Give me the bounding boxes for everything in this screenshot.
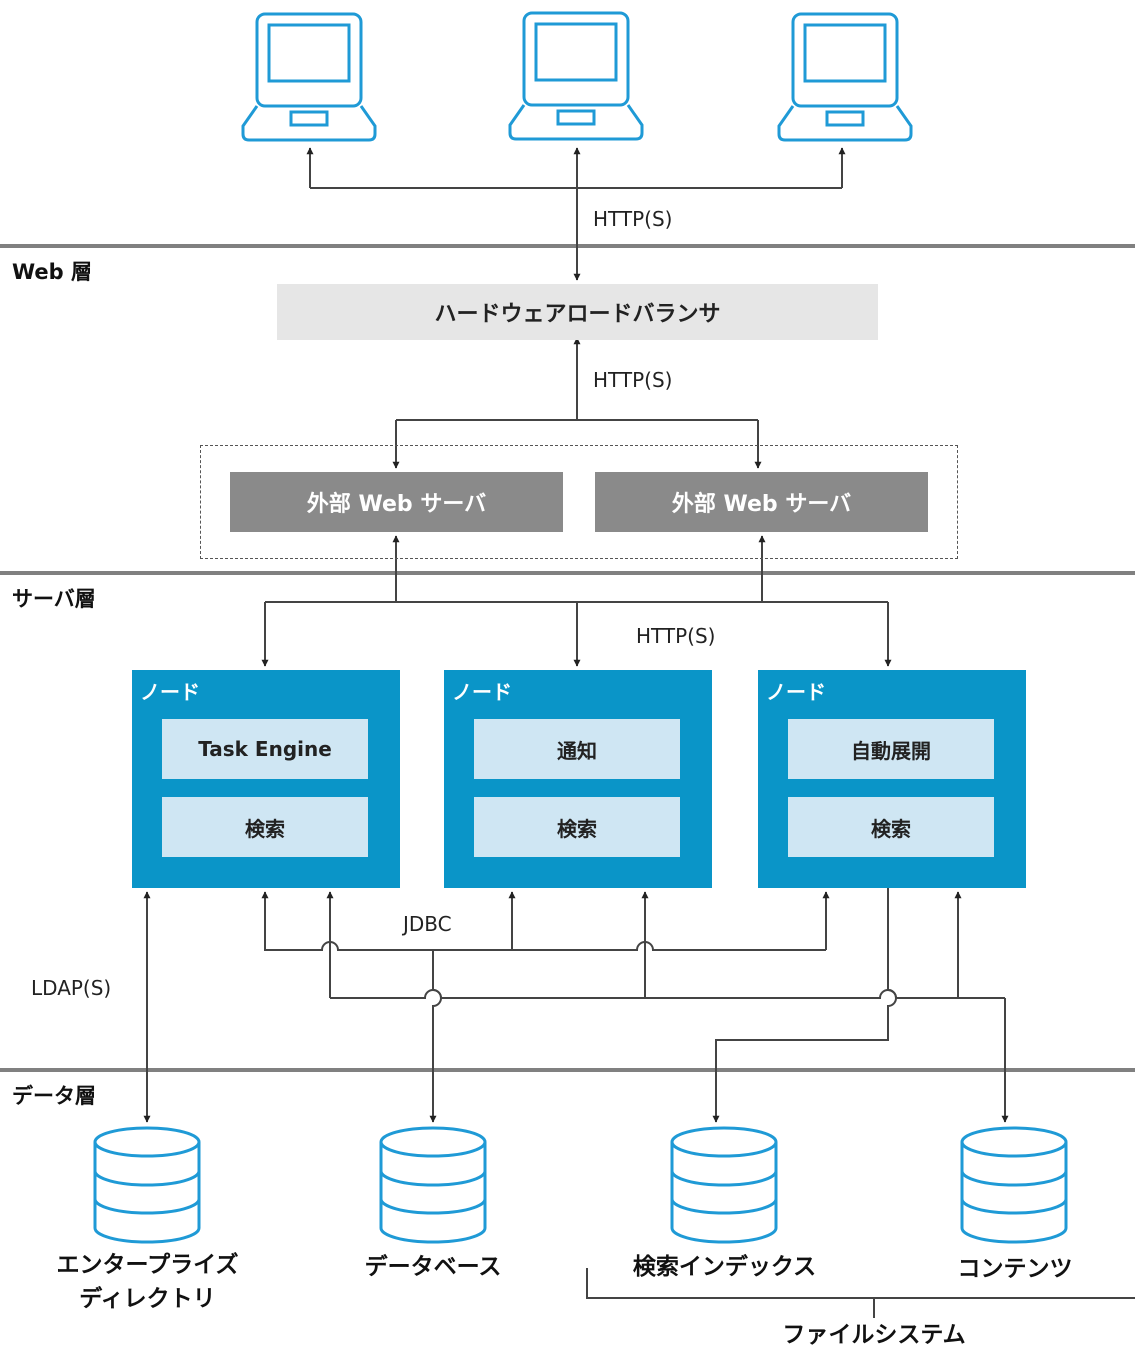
server-node-2: ノード 通知 検索 xyxy=(444,670,712,888)
web-server-connections xyxy=(392,337,762,469)
jdbc-connections xyxy=(261,891,830,1123)
node-http-label: HTTP(S) xyxy=(636,624,716,648)
external-web-server-2: 外部 Web サーバ xyxy=(595,472,928,532)
notification-service: 通知 xyxy=(474,719,680,779)
node-title: ノード xyxy=(766,680,826,704)
enterprise-directory-label: エンタープライズ ディレクトリ xyxy=(56,1252,239,1312)
filesystem-label: ファイルシステム xyxy=(782,1322,966,1348)
server-node-3: ノード 自動展開 検索 xyxy=(758,670,1026,888)
database-icon xyxy=(379,1126,487,1244)
database-label: データベース xyxy=(364,1254,502,1280)
data-tier-label: データ層 xyxy=(12,1084,96,1108)
external-web-server-1: 外部 Web サーバ xyxy=(230,472,563,532)
client-connections xyxy=(306,147,846,281)
storage-connections xyxy=(326,888,1009,1123)
web-tier-label: Web 層 xyxy=(12,260,93,284)
enterprise-directory-database-icon xyxy=(93,1126,201,1244)
filesystem-bracket xyxy=(586,1268,1135,1318)
lb-http-label: HTTP(S) xyxy=(593,368,673,392)
search-index-label: 検索インデックス xyxy=(632,1254,817,1280)
search-service: 検索 xyxy=(474,797,680,857)
search-service: 検索 xyxy=(162,797,368,857)
client-http-label: HTTP(S) xyxy=(593,207,673,231)
node-title: ノード xyxy=(140,680,200,704)
web-server-group xyxy=(200,445,958,559)
content-label: コンテンツ xyxy=(957,1256,1073,1282)
jdbc-label: JDBC xyxy=(403,912,452,936)
client-laptop-icon-2 xyxy=(508,11,644,141)
client-laptop-icon-1 xyxy=(241,12,377,142)
client-laptop-icon-3 xyxy=(777,12,913,142)
server-node-1: ノード Task Engine 検索 xyxy=(132,670,400,888)
ldap-label: LDAP(S) xyxy=(31,976,112,1000)
task-engine-service: Task Engine xyxy=(162,719,368,779)
auto-deploy-service: 自動展開 xyxy=(788,719,994,779)
node-title: ノード xyxy=(452,680,512,704)
server-tier-label: サーバ層 xyxy=(12,587,96,611)
node-http-connections xyxy=(261,535,892,667)
search-index-database-icon xyxy=(670,1126,778,1244)
hardware-load-balancer: ハードウェアロードバランサ xyxy=(277,284,878,340)
search-service: 検索 xyxy=(788,797,994,857)
content-database-icon xyxy=(960,1126,1068,1244)
